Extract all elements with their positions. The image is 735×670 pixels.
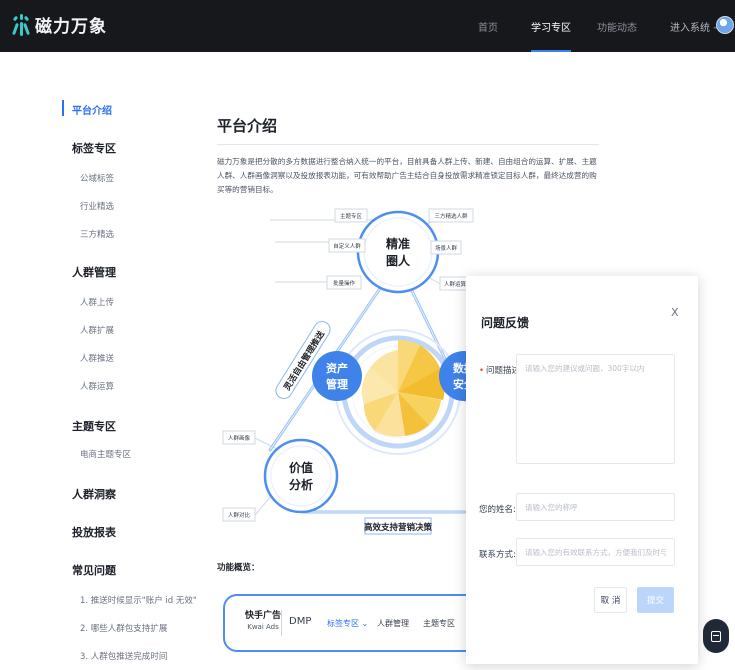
sidebar-item-faq-2[interactable]: 2. 哪些人群包支持扩展 bbox=[80, 624, 168, 634]
diagram-tag: 三方精选人群 bbox=[434, 212, 468, 220]
sidebar-item-ecommerce-theme[interactable]: 电商主题专区 bbox=[80, 450, 132, 460]
sidebar-item-platform-intro[interactable]: 平台介绍 bbox=[72, 106, 112, 117]
central-rose-graphic bbox=[361, 340, 445, 437]
diagram-tag: 主题专区 bbox=[340, 212, 363, 220]
brand-separator bbox=[281, 610, 282, 636]
contact-label: 联系方式: bbox=[479, 550, 516, 560]
logo-icon bbox=[12, 13, 30, 36]
nav-learning-zone[interactable]: 学习专区 bbox=[531, 0, 571, 52]
sidebar-group-delivery-report[interactable]: 投放报表 bbox=[72, 526, 116, 539]
svg-text:资产: 资产 bbox=[326, 361, 348, 375]
sidebar-group-audience-management[interactable]: 人群管理 bbox=[72, 266, 116, 279]
top-nav-bar: 磁力万象 首页 学习专区 功能动态 进入系统 → bbox=[0, 0, 735, 52]
tab-tag-zone[interactable]: 标签专区 ⌄ bbox=[327, 619, 369, 628]
kwai-ads-brand: 快手广告 Kwai Ads bbox=[245, 611, 282, 631]
sidebar-item-audience-expand[interactable]: 人群扩展 bbox=[80, 326, 115, 336]
tab-audience-management[interactable]: 人群管理 bbox=[377, 619, 409, 628]
sidebar-item-audience-compute[interactable]: 人群运算 bbox=[80, 382, 115, 392]
problem-description-field[interactable] bbox=[516, 354, 675, 464]
sidebar-group-tag-zone[interactable]: 标签专区 bbox=[72, 142, 116, 155]
diagram-tag: 人群对比 bbox=[228, 511, 251, 519]
diagram-tag: 人群运算 bbox=[444, 280, 467, 288]
diagram-tag: 批量操作 bbox=[333, 279, 356, 287]
diagram-tag: 自定义人群 bbox=[333, 242, 361, 250]
feedback-modal: 问题反馈 X •问题描述: 您的姓名: 联系方式: 取 消 提交 bbox=[466, 276, 698, 664]
user-avatar[interactable] bbox=[716, 16, 734, 34]
modal-title: 问题反馈 bbox=[481, 316, 530, 330]
svg-text:价值: 价值 bbox=[289, 460, 313, 475]
logo-text: 磁力万象 bbox=[35, 17, 107, 37]
svg-text:高效支持营销决策: 高效支持营销决策 bbox=[364, 522, 433, 533]
diagram-tag: 场景人群 bbox=[435, 244, 458, 252]
page-title: 平台介绍 bbox=[217, 117, 278, 135]
svg-text:分析: 分析 bbox=[289, 477, 313, 492]
contact-field[interactable] bbox=[516, 538, 675, 566]
name-label: 您的姓名: bbox=[479, 505, 516, 515]
cancel-button[interactable]: 取 消 bbox=[594, 587, 627, 613]
svg-text:圈人: 圈人 bbox=[386, 253, 411, 268]
feedback-float-button[interactable] bbox=[703, 619, 729, 653]
sidebar-item-audience-upload[interactable]: 人群上传 bbox=[80, 298, 115, 308]
dmp-label: DMP bbox=[289, 616, 312, 627]
nav-home[interactable]: 首页 bbox=[478, 22, 498, 34]
title-divider bbox=[217, 144, 599, 145]
chat-icon bbox=[711, 630, 721, 642]
sidebar-group-faq[interactable]: 常见问题 bbox=[72, 564, 116, 577]
sidebar-item-public-tags[interactable]: 公域标签 bbox=[80, 174, 115, 184]
intro-paragraph: 磁力万象是把分散的多方数据进行整合纳入统一的平台，目前具备人群上传、新建、自由组… bbox=[217, 157, 597, 194]
sidebar-group-theme-zone[interactable]: 主题专区 bbox=[72, 420, 116, 433]
sidebar-group-audience-insight[interactable]: 人群洞察 bbox=[72, 488, 116, 501]
tab-theme-zone[interactable]: 主题专区 bbox=[423, 619, 455, 628]
name-field[interactable] bbox=[516, 493, 675, 521]
features-overview-label: 功能概览： bbox=[217, 563, 260, 573]
submit-button[interactable]: 提交 bbox=[637, 587, 674, 613]
svg-text:管理: 管理 bbox=[326, 377, 348, 391]
app-logo[interactable]: 磁力万象 bbox=[12, 12, 107, 37]
platform-capability-diagram: 精准 圈人 资产 管理 数据 安全 价值 分析 灵活自由管理推送 高效支持营销决… bbox=[222, 208, 475, 535]
svg-text:精准: 精准 bbox=[386, 236, 410, 251]
sidebar-item-faq-3[interactable]: 3. 人群包推送完成时间 bbox=[80, 652, 168, 662]
enter-system-link[interactable]: 进入系统 → bbox=[670, 22, 722, 34]
desc-label: •问题描述: bbox=[479, 366, 523, 376]
diagram-tag: 人群画像 bbox=[228, 434, 251, 442]
sidebar-item-third-party-picks[interactable]: 三方精选 bbox=[80, 230, 115, 240]
sidebar-item-industry-picks[interactable]: 行业精选 bbox=[80, 202, 115, 212]
sidebar-item-audience-push[interactable]: 人群推送 bbox=[80, 354, 115, 364]
sidebar-item-faq-1[interactable]: 1. 推送时候显示"账户 id 无效" bbox=[80, 596, 197, 606]
sidebar-active-indicator bbox=[62, 100, 64, 116]
nav-feature-updates[interactable]: 功能动态 bbox=[597, 22, 637, 34]
close-icon[interactable]: X bbox=[671, 306, 679, 319]
